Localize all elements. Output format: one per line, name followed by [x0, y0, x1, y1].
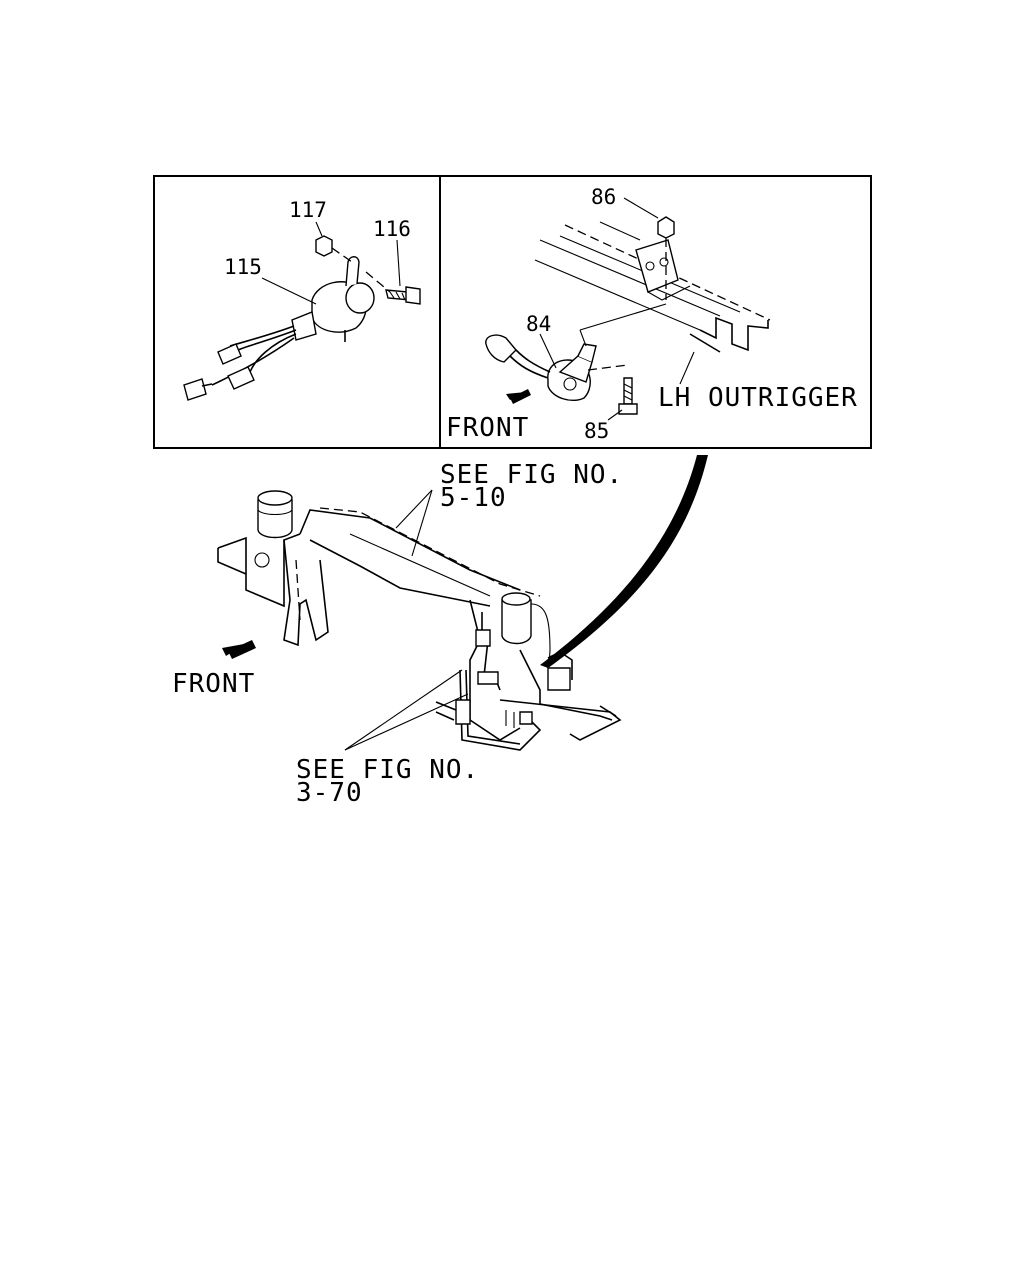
front-label-inset: FRONT: [446, 413, 529, 443]
callout-117: 117: [289, 198, 327, 222]
outrigger-drawing: [485, 216, 771, 415]
inset-frame: [153, 175, 872, 449]
callout-leaders-right: [539, 197, 695, 421]
callout-116: 116: [373, 217, 411, 241]
callout-115: 115: [224, 255, 262, 279]
sensor-assembly-drawing: [183, 235, 421, 401]
callout-86: 86: [591, 185, 616, 209]
see-fig-leaders: [344, 489, 469, 751]
lh-outrigger-label: LH OUTRIGGER: [658, 383, 858, 413]
see-fig-3-70-line2: 3-70: [296, 778, 363, 808]
callout-84: 84: [526, 312, 551, 336]
see-fig-3-70-line1: SEE FIG NO.: [296, 755, 479, 785]
detail-link-curve: [540, 455, 708, 668]
chassis-frame-drawing: [217, 490, 622, 751]
callout-leaders-left: [261, 221, 401, 305]
see-fig-5-10-line2: 5-10: [440, 483, 507, 513]
front-label-main: FRONT: [172, 669, 255, 699]
callout-85: 85: [584, 419, 609, 443]
see-fig-5-10-line1: SEE FIG NO.: [440, 460, 623, 490]
